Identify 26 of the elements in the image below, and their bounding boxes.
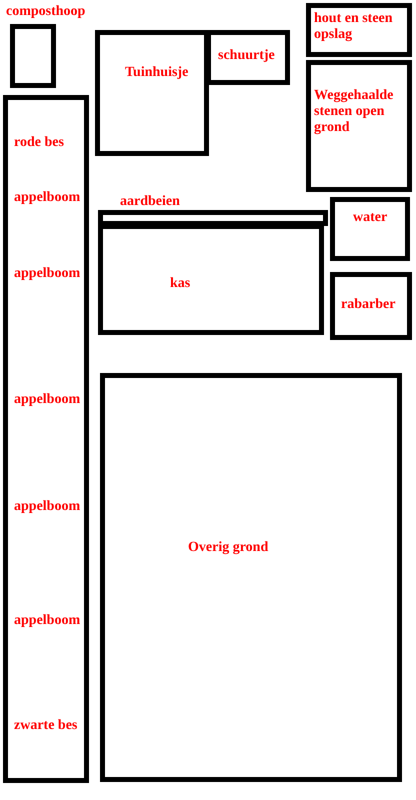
open-ground-outline: [306, 60, 412, 192]
area-label: Weggehaalde stenen open grond: [314, 88, 394, 136]
area-label: rode bes: [14, 135, 64, 151]
shed-outline: [206, 30, 290, 85]
area-label: appelboom: [14, 613, 80, 629]
area-label: appelboom: [14, 392, 80, 408]
water-area-outline: [330, 197, 410, 261]
border-strip-outline: [3, 95, 89, 783]
area-label: schuurtje: [218, 48, 275, 64]
storage-area-outline: [306, 3, 412, 57]
area-label: rabarber: [341, 297, 396, 313]
area-label: appelboom: [14, 499, 80, 515]
area-label: zwarte bes: [14, 718, 78, 734]
area-label: Overig grond: [188, 540, 268, 556]
rhubarb-bed-outline: [330, 272, 412, 340]
area-label: Tuinhuisje: [125, 65, 188, 81]
area-label: kas: [170, 276, 190, 292]
area-label: appelboom: [14, 266, 80, 282]
area-label: composthoop: [6, 4, 86, 20]
area-label: water: [353, 210, 388, 226]
area-label: hout en steen opslag: [314, 11, 394, 43]
area-label: aardbeien: [120, 194, 180, 210]
area-label: appelboom: [14, 190, 80, 206]
remaining-ground-outline: [100, 373, 402, 782]
garden-house-outline: [95, 30, 209, 156]
greenhouse-outline: [98, 224, 324, 335]
